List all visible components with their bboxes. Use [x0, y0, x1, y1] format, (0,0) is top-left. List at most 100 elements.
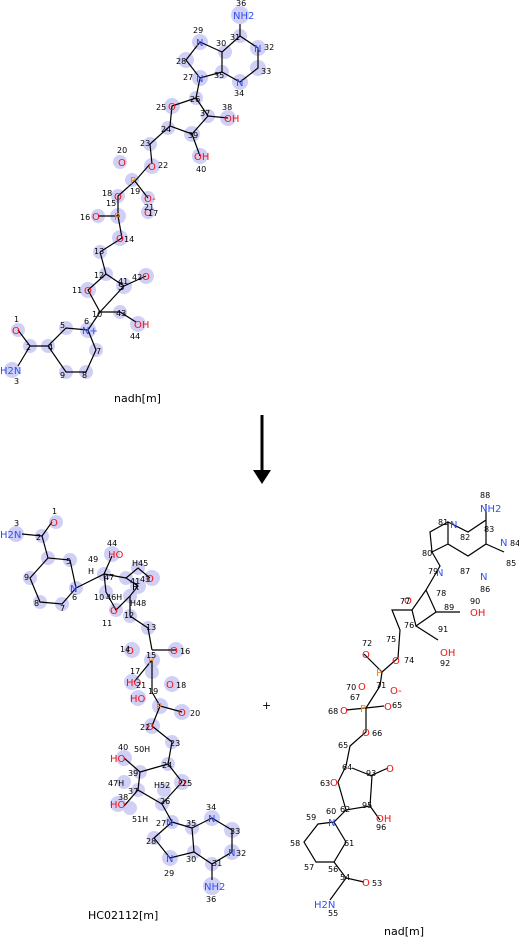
atom-o44: OH: [134, 320, 149, 331]
atom-n79: N: [436, 568, 443, 579]
bonds: [17, 24, 259, 373]
svg-text:13: 13: [94, 247, 104, 256]
atom-o18: O: [166, 680, 174, 691]
svg-text:1: 1: [52, 507, 57, 516]
svg-text:90: 90: [470, 597, 480, 606]
svg-text:95: 95: [362, 801, 372, 810]
svg-text:35: 35: [214, 71, 224, 80]
reactant-molecule-nadh: NH2 N N N N O OH OH O O P O O- P O O O O…: [0, 0, 274, 405]
svg-text:5: 5: [66, 557, 71, 566]
atom-o38: HO: [110, 800, 126, 811]
svg-text:36: 36: [236, 0, 246, 8]
svg-text:75: 75: [386, 635, 396, 644]
svg-text:59: 59: [306, 813, 316, 822]
svg-text:27: 27: [156, 819, 166, 828]
atom-o70: O: [358, 682, 366, 693]
svg-text:46H: 46H: [106, 593, 122, 602]
svg-text:2: 2: [36, 533, 41, 542]
atom-p19: P: [130, 176, 136, 187]
atom-nh2: NH2: [233, 11, 254, 22]
atom-o42: O: [142, 272, 150, 283]
atom-symbols: O H2N N HO O R O O P O HO O HO P O O HO …: [0, 518, 235, 893]
atom-o68: O: [340, 706, 348, 717]
svg-text:47: 47: [104, 573, 114, 582]
svg-text:81: 81: [438, 518, 448, 527]
atom-n34: N: [208, 814, 215, 825]
svg-text:68: 68: [328, 707, 338, 716]
svg-text:37: 37: [200, 109, 210, 118]
atom-h2n3: H2N: [0, 530, 21, 541]
svg-text:19: 19: [130, 187, 140, 196]
svg-text:10: 10: [94, 593, 104, 602]
atom-o11: O: [84, 286, 92, 297]
svg-text:27: 27: [183, 73, 193, 82]
atom-o22: O: [148, 162, 156, 173]
svg-text:41: 41: [130, 577, 140, 586]
svg-text:17: 17: [130, 667, 140, 676]
svg-text:54: 54: [340, 873, 350, 882]
svg-text:42: 42: [132, 273, 142, 282]
atom-n32: N: [228, 848, 235, 859]
atom-o16: O: [92, 212, 100, 223]
svg-text:34: 34: [234, 89, 244, 98]
bonds: [21, 521, 233, 880]
atom-h2n3: H2N: [0, 366, 21, 377]
svg-text:14: 14: [124, 235, 134, 244]
svg-text:31: 31: [212, 859, 222, 868]
svg-text:51H: 51H: [132, 815, 148, 824]
atom-o92: OH: [440, 648, 455, 659]
svg-text:26: 26: [160, 797, 170, 806]
svg-text:7: 7: [60, 604, 65, 613]
svg-text:H52: H52: [154, 781, 170, 790]
svg-text:44: 44: [130, 332, 140, 341]
svg-text:87: 87: [460, 567, 470, 576]
svg-text:63: 63: [320, 779, 330, 788]
svg-text:H45: H45: [132, 559, 148, 568]
svg-text:30: 30: [216, 39, 226, 48]
atom-o25: O: [178, 778, 186, 789]
atom-n29: N: [196, 38, 203, 49]
atom-n60: N: [328, 818, 335, 829]
svg-text:12: 12: [94, 271, 104, 280]
svg-text:83: 83: [484, 525, 494, 534]
svg-text:13: 13: [146, 623, 156, 632]
svg-text:30: 30: [186, 855, 196, 864]
svg-text:20: 20: [190, 709, 200, 718]
svg-text:84: 84: [510, 539, 519, 548]
atom-o69: O: [384, 702, 392, 713]
atom-o96: OH: [376, 814, 391, 825]
svg-text:67: 67: [350, 693, 360, 702]
svg-text:57: 57: [304, 863, 314, 872]
atom-o75: O-: [390, 686, 402, 697]
svg-text:40: 40: [118, 743, 128, 752]
svg-text:92: 92: [440, 659, 450, 668]
svg-text:20: 20: [117, 146, 127, 155]
atom-o17: HO: [126, 678, 142, 689]
svg-text:47H: 47H: [108, 779, 124, 788]
svg-text:32: 32: [236, 849, 246, 858]
plus-sign: +: [262, 699, 271, 712]
svg-text:25: 25: [156, 103, 166, 112]
atom-numbers: 88 81 82 83 84 85 86 87 80 79 78 77 89 9…: [290, 491, 519, 918]
svg-text:41: 41: [118, 277, 128, 286]
atom-o11: O: [110, 606, 118, 617]
product-molecule-hc02112: O H2N N HO O R O O P O HO O HO P O O HO …: [0, 507, 246, 922]
reactant-caption: nadh[m]: [114, 392, 161, 405]
atom-o42: O: [146, 574, 154, 585]
svg-text:93: 93: [366, 769, 376, 778]
atom-n81: N: [450, 520, 457, 531]
atom-o73: O: [362, 650, 370, 661]
svg-text:31: 31: [230, 33, 240, 42]
svg-text:32: 32: [264, 43, 274, 52]
svg-text:15: 15: [106, 199, 116, 208]
atom-o63: O: [330, 778, 338, 789]
svg-text:18: 18: [102, 189, 112, 198]
svg-text:21: 21: [144, 203, 154, 212]
svg-text:1: 1: [14, 315, 19, 324]
svg-text:61: 61: [344, 839, 354, 848]
atom-n29: N: [166, 854, 173, 865]
svg-text:26: 26: [190, 95, 200, 104]
atom-nh2: NH2: [480, 504, 501, 515]
atom-o1: O: [12, 326, 20, 337]
